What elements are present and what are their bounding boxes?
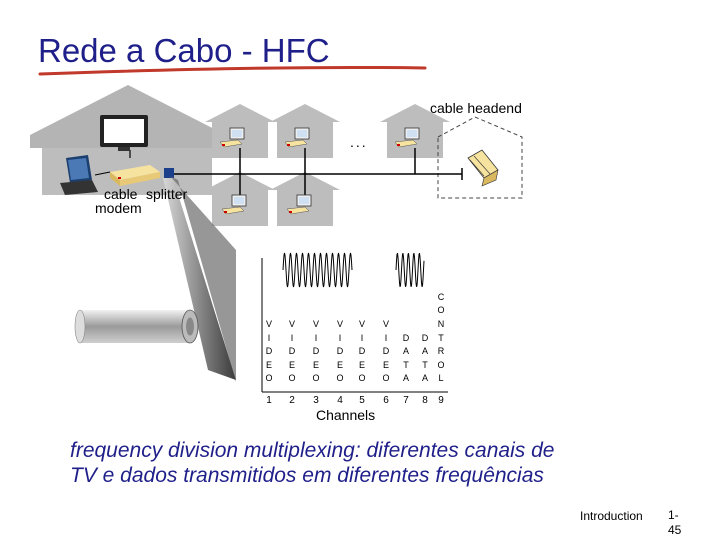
caption-line-1: frequency division multiplexing: diferen… <box>70 439 555 462</box>
channel-letter: O <box>288 373 296 384</box>
channel-letter: O <box>336 373 344 384</box>
channels-axis-label: Channels <box>316 407 376 423</box>
channel-letter: T <box>438 332 444 343</box>
channel-letter: D <box>358 346 366 357</box>
headend-building <box>437 116 523 199</box>
footer-page-line-2: 45 <box>668 523 682 537</box>
channel-letter: O <box>358 373 366 384</box>
channel-letter: V <box>312 319 319 329</box>
headend-icon <box>467 149 499 187</box>
home-computer-icon <box>219 127 420 215</box>
cable-modem-label-2: modem <box>95 200 142 216</box>
cable-modem-label-1: cable <box>104 186 138 202</box>
channel-letter: E <box>288 359 295 370</box>
channel-letter: L <box>438 373 444 384</box>
channel-letter: I <box>338 332 342 343</box>
frequency-axes <box>261 258 448 393</box>
signal-wave-icon <box>282 252 425 288</box>
channel-letter: T <box>403 359 409 370</box>
channel-letter: D <box>421 332 429 343</box>
channel-letter: D <box>265 346 273 357</box>
coax-cable-icon <box>74 309 199 344</box>
cable-modem-icon <box>110 165 160 186</box>
channel-letter: V <box>336 319 343 329</box>
footer-page-number: 1- 45 <box>668 508 688 538</box>
channel-letter: I <box>384 332 388 343</box>
channel-letter: V <box>382 319 389 329</box>
channel-letter: T <box>422 359 428 370</box>
channel-3-number: 3 <box>313 395 319 406</box>
channel-letter: E <box>312 359 319 370</box>
channel-letter: E <box>358 359 365 370</box>
channel-1-number: 1 <box>266 395 272 406</box>
channel-letter: E <box>382 359 389 370</box>
channel-letter: I <box>290 332 294 343</box>
channel-letter: A <box>421 373 428 384</box>
channel-letter: O <box>437 359 445 370</box>
channel-4-number: 4 <box>337 395 343 406</box>
channel-letter: V <box>265 319 272 329</box>
channel-letter: E <box>336 359 343 370</box>
ellipsis-label: ... <box>350 134 368 150</box>
tv-icon <box>100 115 148 151</box>
neighbor-houses <box>205 104 450 226</box>
channel-letter: E <box>265 359 272 370</box>
channel-6-number: 6 <box>383 395 389 406</box>
channel-letter: O <box>437 305 445 316</box>
channel-letter: O <box>382 373 390 384</box>
zoom-cone <box>163 176 236 382</box>
channel-5-number: 5 <box>359 395 365 406</box>
channel-letter: V <box>358 319 365 329</box>
slide-title: Rede a Cabo - HFC <box>38 32 330 69</box>
splitter-label: splitter <box>146 186 188 202</box>
channel-letter: I <box>314 332 318 343</box>
channel-letter: I <box>267 332 271 343</box>
channel-letter: I <box>360 332 364 343</box>
splitter-icon <box>164 168 174 178</box>
laptop-icon <box>60 155 98 195</box>
channel-letter: O <box>312 373 320 384</box>
channel-letter: D <box>312 346 320 357</box>
caption: frequency division multiplexing: diferen… <box>70 438 690 488</box>
channel-letter: A <box>402 346 409 357</box>
channel-7-number: 7 <box>403 395 409 406</box>
channel-letter: A <box>402 373 409 384</box>
channel-2-number: 2 <box>289 395 295 406</box>
headend-label: cable headend <box>430 100 522 116</box>
channel-letter: N <box>437 318 445 329</box>
coax-distribution-lines <box>94 148 463 205</box>
channel-letter: O <box>265 373 273 384</box>
channel-letter: R <box>437 346 445 357</box>
channel-letter: D <box>288 346 296 357</box>
channel-letter: C <box>437 291 445 302</box>
channel-9-number: 9 <box>438 395 444 406</box>
caption-line-2: TV e dados transmitidos em diferentes fr… <box>70 464 544 487</box>
footer-page-line-1: 1- <box>668 508 679 522</box>
footer-section: Introduction <box>580 509 643 523</box>
channel-8-number: 8 <box>422 395 428 406</box>
channel-letter: D <box>382 346 390 357</box>
channel-letter: D <box>336 346 344 357</box>
title-underline <box>38 65 427 76</box>
channel-letter: V <box>288 319 295 329</box>
channel-letter: A <box>421 346 428 357</box>
channel-letter: D <box>402 332 410 343</box>
